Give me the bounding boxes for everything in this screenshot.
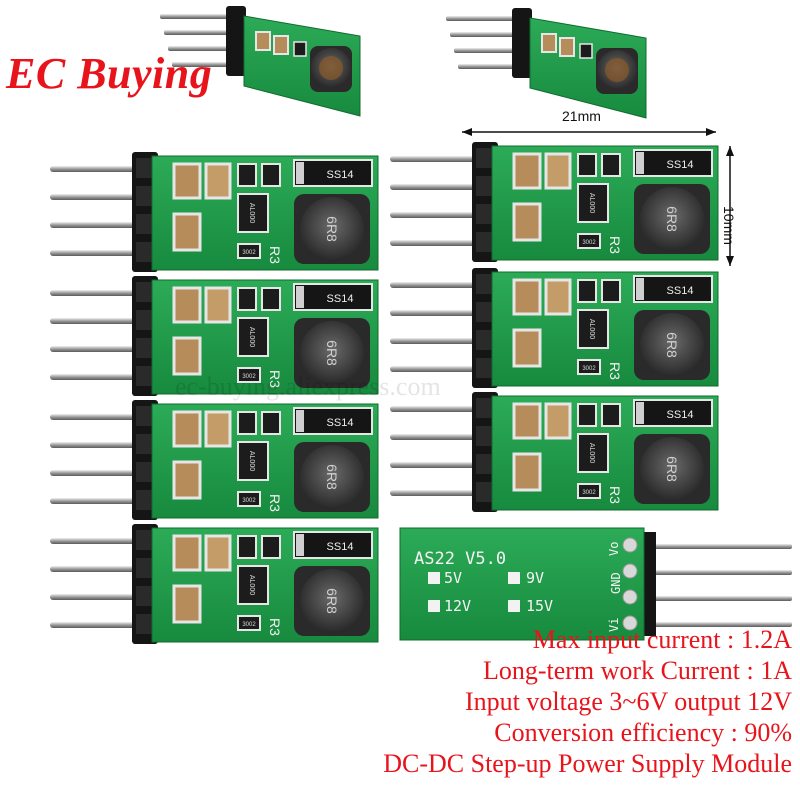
spec-list: Max input current : 1.2A Long-term work … <box>383 624 792 779</box>
spec-voltage-range: Input voltage 3~6V output 12V <box>464 687 792 716</box>
spec-product-name: DC-DC Step-up Power Supply Module <box>383 749 792 778</box>
module-top-right <box>445 7 647 119</box>
pin-label-gnd: GND <box>609 572 623 594</box>
module-back-side: AS22 V5.0 5V 9V 12V 15V Vo GND Vi <box>399 527 792 641</box>
pcb-title: AS22 V5.0 <box>414 549 506 569</box>
dimension-width-label: 10mm <box>721 206 737 245</box>
module-left-3 <box>48 398 380 522</box>
voltage-option-9v: 9V <box>526 569 544 587</box>
spec-max-input-current: Max input current : 1.2A <box>532 625 792 654</box>
module-left-1 <box>48 150 380 274</box>
watermark: ec-buying.aliexpress.com <box>175 372 441 401</box>
voltage-option-15v: 15V <box>526 597 553 615</box>
spec-long-term-current: Long-term work Current : 1A <box>482 656 792 685</box>
pin-label-vi: Vi <box>607 618 621 632</box>
dimension-length-label: 21mm <box>562 108 601 124</box>
voltage-option-5v: 5V <box>444 569 462 587</box>
dimension-length-arrow <box>462 128 716 136</box>
module-right-2 <box>388 266 720 390</box>
module-left-4 <box>48 522 380 646</box>
pin-label-vo: Vo <box>607 542 621 556</box>
module-right-1 <box>388 140 720 264</box>
brand-logo: EC Buying <box>6 49 213 98</box>
dimension-width-arrow <box>726 146 734 266</box>
spec-efficiency: Conversion efficiency : 90% <box>494 718 792 747</box>
module-right-3 <box>388 390 720 514</box>
voltage-option-12v: 12V <box>444 597 471 615</box>
